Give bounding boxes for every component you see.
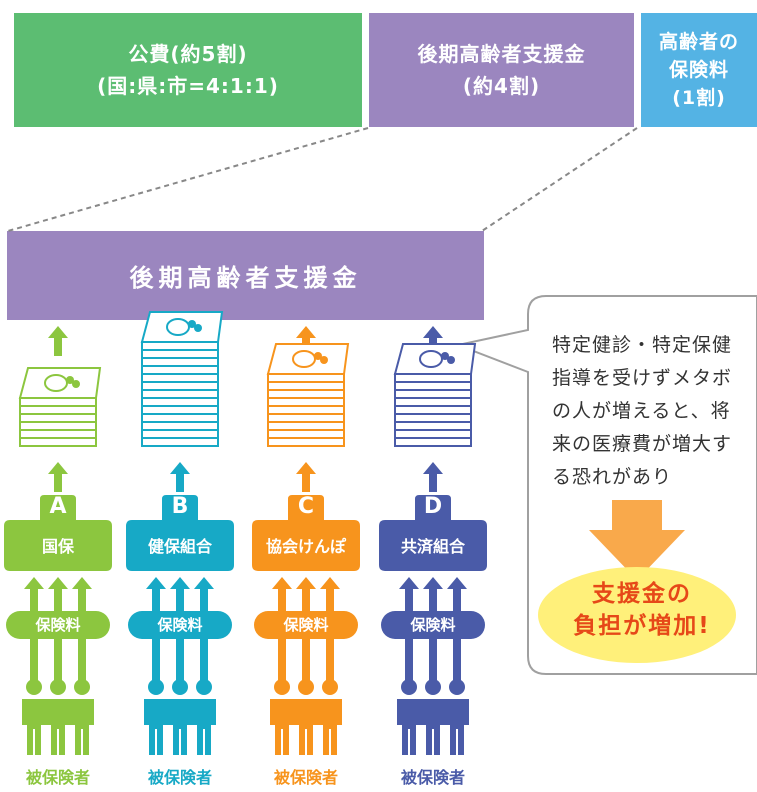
- insurer-column-b: [126, 311, 234, 755]
- burden-highlight: [538, 567, 736, 663]
- burden-line-2: 負担が増加!: [573, 613, 711, 639]
- support-fund-box: 後期高齢者支援金 (約4割): [369, 13, 634, 127]
- insurer-column-c: [252, 326, 360, 755]
- person-icon: [168, 679, 192, 755]
- public-funds-title: 公費(約5割): [128, 42, 248, 66]
- insurer-name: 協会けんぽ: [265, 537, 346, 556]
- money-stack-icon: [266, 343, 350, 447]
- premium-label: 保険料: [35, 616, 81, 634]
- arrow-up-icon: [296, 326, 316, 356]
- arrow-up-icon: [48, 326, 68, 356]
- premium-pill: [6, 611, 110, 639]
- person-icon: [46, 679, 70, 755]
- dashed-connector-right: [481, 127, 638, 232]
- person-icon: [22, 679, 46, 755]
- insurer-letter: C: [297, 494, 315, 519]
- callout-line-5: る恐れがあり: [552, 466, 673, 488]
- callout-line-3: の人が増えると、将: [552, 400, 731, 422]
- person-icon: [144, 679, 168, 755]
- insured-label: 被保険者: [400, 768, 465, 787]
- arrow-up-icon: [170, 462, 190, 492]
- elderly-premium-line2: 保険料: [668, 59, 729, 81]
- support-fund-ratio: (約4割): [462, 74, 541, 98]
- premium-label: 保険料: [283, 616, 329, 634]
- arrow-up-icon: [48, 462, 68, 492]
- main-support-fund-bar: 後期高齢者支援金: [7, 231, 484, 320]
- premium-label: 保険料: [410, 616, 456, 634]
- person-icon: [445, 679, 469, 755]
- insured-label: 被保険者: [273, 768, 338, 787]
- public-funds-box: 公費(約5割) (国:県:市=4:1:1): [14, 13, 362, 127]
- callout-text: 特定健診・特定保健 指導を受けずメタボ の人が増えると、将 来の医療費が増大す …: [552, 329, 748, 494]
- insured-label: 被保険者: [25, 768, 90, 787]
- insurer-column-a: [4, 326, 112, 755]
- person-icon: [318, 679, 342, 755]
- insurer-column-d: [379, 326, 487, 755]
- elderly-premium-line3: (1割): [672, 87, 726, 109]
- insured-label: 被保険者: [147, 768, 212, 787]
- person-icon: [397, 679, 421, 755]
- insurer-badge: [379, 495, 487, 571]
- burden-line-1: 支援金の: [592, 581, 692, 607]
- arrow-up-icon: [423, 326, 443, 356]
- money-stack-icon: [18, 367, 102, 447]
- person-icon: [270, 679, 294, 755]
- insurer-letter: A: [49, 494, 67, 519]
- insurer-name: 健保組合: [147, 537, 212, 556]
- arrow-up-icon: [423, 462, 443, 492]
- arrow-down-icon: [589, 500, 685, 580]
- insurer-badge: [252, 495, 360, 571]
- elderly-premium-line1: 高齢者の: [658, 31, 739, 53]
- burden-text: 支援金の 負担が増加!: [544, 578, 740, 642]
- insurer-badge: [4, 495, 112, 571]
- insurer-letter: D: [423, 494, 443, 519]
- premium-pill: [381, 611, 485, 639]
- money-stack-icon: [140, 311, 224, 447]
- insurer-name: 国保: [41, 537, 74, 556]
- premium-pill: [254, 611, 358, 639]
- elderly-premium-box: 高齢者の 保険料 (1割): [641, 13, 757, 127]
- insurer-name: 共済組合: [400, 537, 465, 556]
- support-fund-title: 後期高齢者支援金: [417, 42, 586, 66]
- callout-line-1: 特定健診・特定保健: [552, 334, 733, 356]
- premium-label: 保険料: [157, 616, 203, 634]
- main-support-fund-label: 後期高齢者支援金: [129, 264, 362, 292]
- premium-pill: [128, 611, 232, 639]
- person-icon: [70, 679, 94, 755]
- money-stack-icon: [393, 343, 477, 447]
- callout-line-4: 来の医療費が増大す: [552, 433, 733, 455]
- public-funds-ratio: (国:県:市=4:1:1): [97, 74, 279, 98]
- person-icon: [421, 679, 445, 755]
- callout-line-2: 指導を受けずメタボ: [552, 367, 733, 389]
- person-icon: [192, 679, 216, 755]
- arrow-up-icon: [296, 462, 316, 492]
- insurer-letter: B: [171, 494, 189, 519]
- insurer-badge: [126, 495, 234, 571]
- person-icon: [294, 679, 318, 755]
